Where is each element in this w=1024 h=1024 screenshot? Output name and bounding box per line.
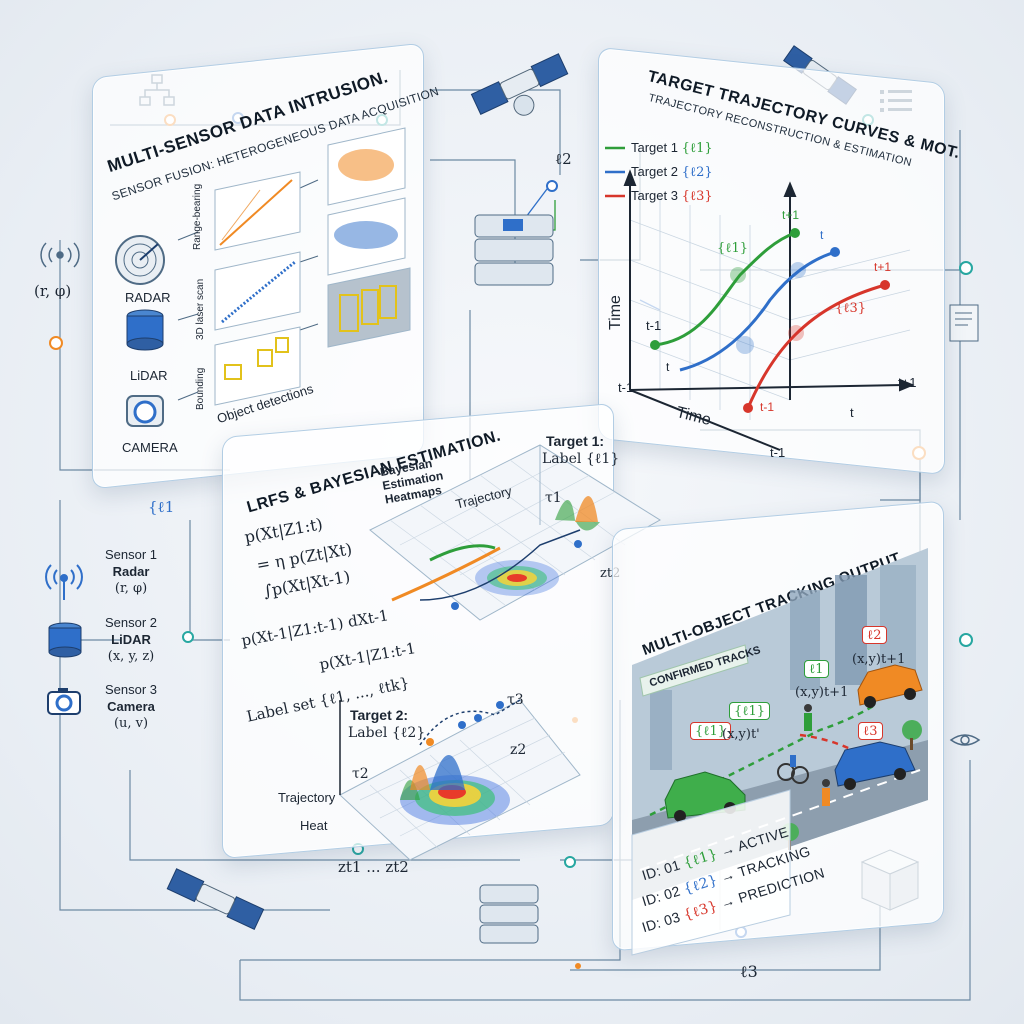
target2-title: Target 2:: [350, 707, 409, 723]
plot-label-bounding: Bounding: [195, 367, 206, 410]
sensor-label-lidar: LiDAR: [130, 368, 168, 383]
track-tag-l1: {ℓ1}: [729, 702, 771, 720]
legend-entry-2: Target 2 {ℓ2}: [631, 164, 713, 180]
sensor-3-name: Sensor 3: [105, 682, 158, 697]
y-axis-label: Time: [607, 295, 624, 330]
target2-label: Label {ℓ2}: [348, 725, 426, 741]
sensor-1-coords: (r, φ): [114, 581, 148, 596]
target2-tau3: τ3: [507, 692, 524, 708]
target2-tau: τ2: [352, 766, 369, 782]
left-polar-label: (r, φ): [34, 282, 72, 300]
sensor-1-type: Radar: [112, 564, 150, 579]
target2-trajectory: Trajectory: [278, 790, 336, 805]
track-tag-l1: ℓ1: [804, 660, 829, 678]
sensor-2-block: Sensor 2 LiDAR (x, y, z): [105, 614, 157, 665]
track-coord: (x,y)t+1: [795, 685, 849, 700]
plot-label-scan: 3D laser scan: [195, 278, 206, 340]
tick-depth-low: t-1: [770, 445, 786, 460]
sensor-1-block: Sensor 1 Radar (r, φ): [105, 546, 157, 597]
sensor-label-radar: RADAR: [125, 290, 171, 305]
sensor-2-coords: (x, y, z): [107, 649, 155, 664]
track-coord: (x,y)t+1: [852, 652, 906, 667]
sensor-3-block: Sensor 3 Camera (u, v): [105, 681, 157, 732]
tick-inner-t: t: [666, 360, 670, 374]
curve-tick-red-plus: t+1: [874, 260, 892, 274]
plot-label-range: Range-bearing: [192, 183, 203, 250]
track-tag-l3: ℓ3: [858, 722, 883, 740]
target2-z: z2: [510, 742, 527, 758]
connector-label-l1: {ℓ1: [148, 498, 175, 516]
curve-tick-red-minus: t-1: [760, 400, 775, 414]
curve-tick-blue: t: [820, 228, 824, 242]
tick-x-mid: t: [850, 405, 854, 420]
target2-heat: Heat: [300, 818, 328, 833]
curve-label-l1: {ℓ1}: [717, 241, 749, 256]
target1-title: Target 1:: [546, 433, 605, 449]
tick-x-high: t+1: [898, 375, 917, 390]
curve-tick-green-plus: t+1: [782, 208, 800, 222]
connector-label-l3: ℓ3: [740, 962, 758, 981]
connector-label-l2: ℓ2: [555, 150, 572, 168]
track-tag-l2: ℓ2: [862, 626, 887, 644]
tick-x-low: t-1: [618, 380, 634, 395]
sensor-3-coords: (u, v): [113, 716, 149, 731]
track-coord: (x,y)t': [722, 727, 760, 742]
track-tag-l1: {ℓ1}: [690, 722, 732, 740]
target1-tau: τ1: [545, 490, 562, 506]
tick-y-low: t-1: [646, 318, 662, 333]
target1-label: Label {ℓ1}: [542, 451, 620, 467]
curve-label-l3: {ℓ3}: [835, 301, 867, 316]
sensor-label-camera: CAMERA: [122, 440, 178, 455]
sensor-2-name: Sensor 2: [105, 615, 158, 630]
sensor-3-type: Camera: [107, 699, 155, 714]
legend-entry-1: Target 1 {ℓ1}: [631, 140, 713, 156]
sensor-2-type: LiDAR: [111, 632, 151, 647]
legend-entry-3: Target 3 {ℓ3}: [631, 188, 713, 204]
sensor-1-name: Sensor 1: [105, 547, 158, 562]
target2-z-range: zt1 ... zt2: [338, 858, 409, 876]
